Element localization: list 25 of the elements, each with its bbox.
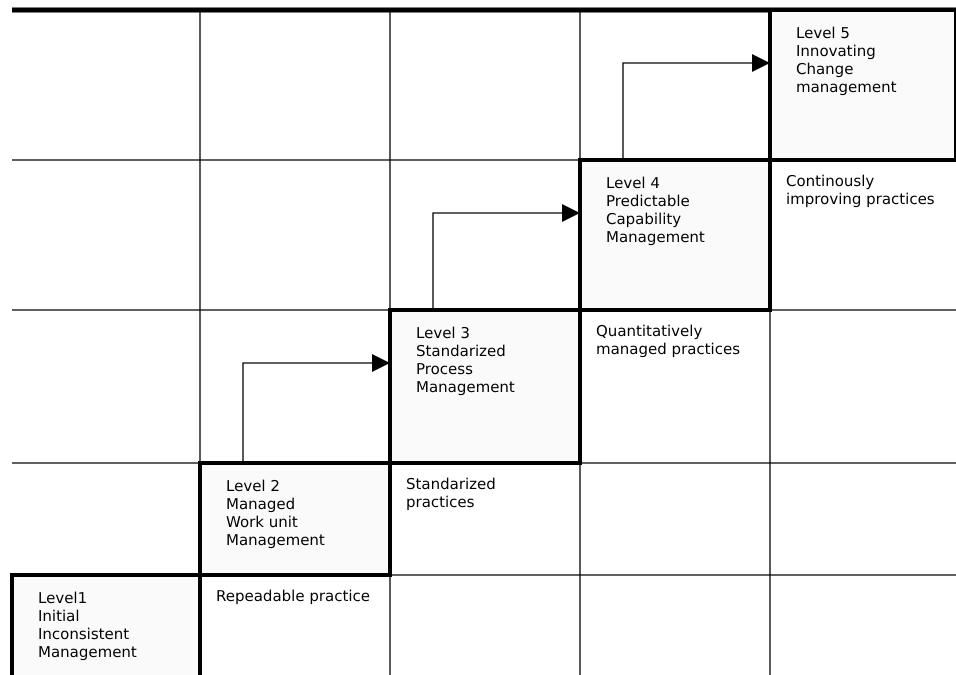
level-description: Process Management <box>416 360 516 396</box>
level-number: Level 3 <box>416 324 471 342</box>
arrow <box>432 204 580 310</box>
level-number: Level 2 <box>226 477 281 495</box>
practice-text: Continously improving practices <box>786 172 936 208</box>
level-number: Level 5 <box>796 24 851 42</box>
level-box <box>388 308 582 465</box>
level-description: Capability Management <box>606 210 706 246</box>
arrow <box>622 54 770 160</box>
level-box <box>578 158 772 312</box>
level-name: Standarized <box>416 342 507 360</box>
practice-text: Standarized practices <box>406 475 497 511</box>
level-description: Work unit Management <box>226 513 326 549</box>
level-name: Managed <box>226 495 296 513</box>
level-box <box>198 461 392 577</box>
level-number: Level1 <box>38 589 88 607</box>
level-name: Innovating <box>796 42 877 60</box>
practice-text: Repeadable practice <box>216 587 371 605</box>
level-name: Initial <box>38 607 81 625</box>
level-number: Level 4 <box>606 174 661 192</box>
level-description: Change management <box>796 60 898 96</box>
level-description: Inconsistent Management <box>38 625 138 661</box>
arrow <box>242 354 390 463</box>
level-name: Predictable <box>606 192 691 210</box>
practice-text: Quantitatively managed practices <box>596 322 742 358</box>
